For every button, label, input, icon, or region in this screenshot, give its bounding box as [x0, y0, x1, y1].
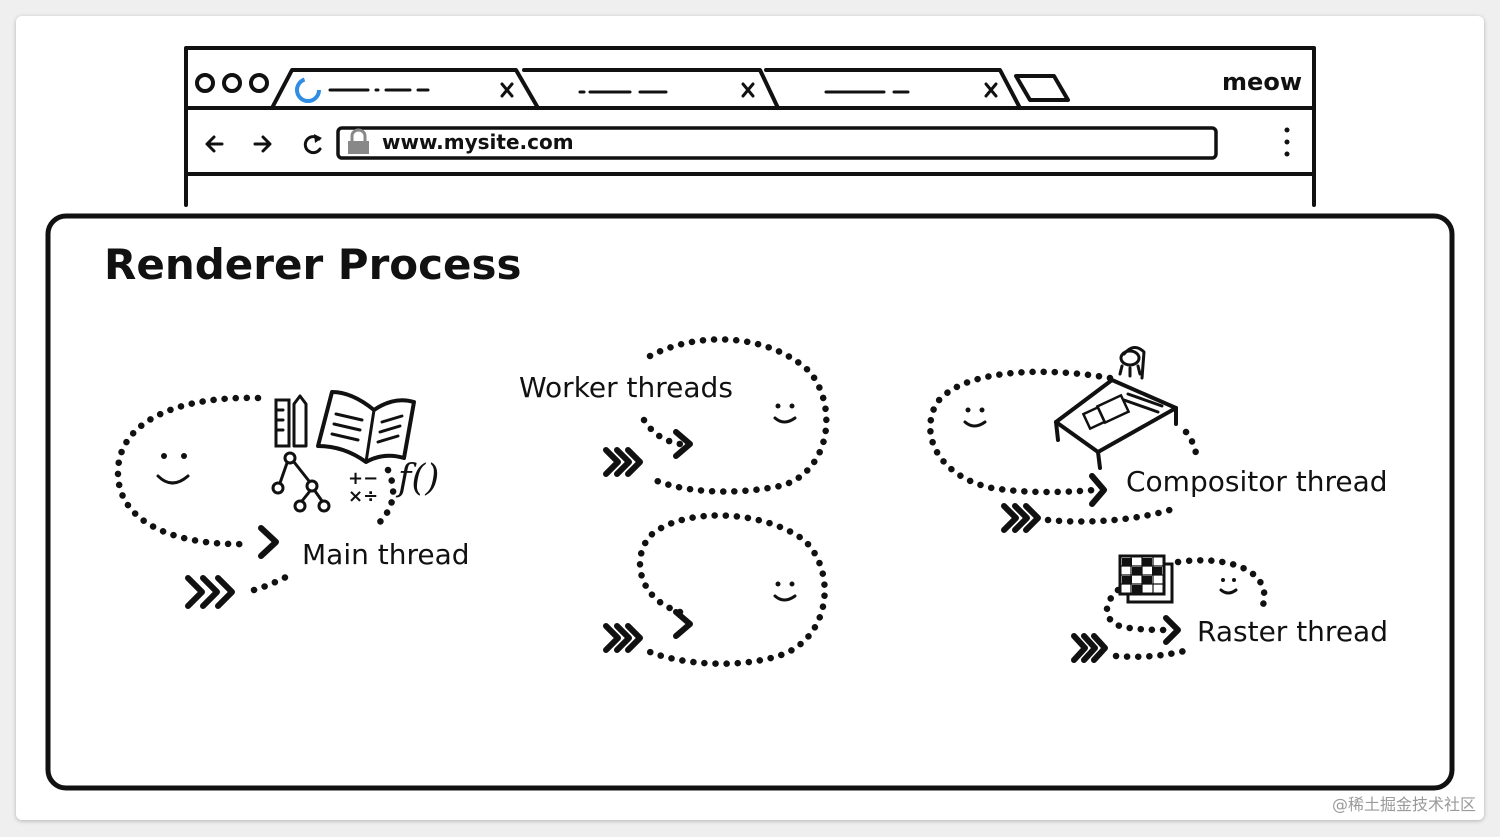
raster-thread: Raster thread — [1071, 554, 1388, 663]
tree-icon — [271, 451, 331, 513]
watermark: @稀土掘金技术社区 — [1331, 795, 1476, 814]
reload-icon[interactable] — [303, 134, 322, 155]
more-vert-icon[interactable] — [1284, 127, 1290, 157]
chevron-icon — [1163, 615, 1181, 645]
loading-spinner-icon — [295, 77, 321, 103]
chevron-icon — [1001, 503, 1041, 533]
new-tab-icon[interactable] — [1014, 74, 1070, 102]
worker-thread-1: Worker threads — [519, 336, 830, 495]
smiley-face — [773, 403, 797, 424]
pencil-icon — [292, 394, 308, 448]
close-icon[interactable] — [500, 82, 514, 98]
table-icon — [1054, 378, 1178, 470]
compositor-thread-label: Compositor thread — [1126, 465, 1388, 498]
browser-tab-3[interactable] — [764, 68, 1022, 110]
browser-brand: meow — [1222, 68, 1302, 96]
chevron-icon — [258, 525, 279, 559]
smiley-face — [773, 581, 797, 602]
math-symbols: +−×÷ — [348, 468, 378, 507]
browser-window: meow www.mysite.com — [184, 46, 1316, 207]
window-controls[interactable] — [195, 73, 269, 93]
chevron-icon — [1089, 473, 1107, 507]
lock-icon — [348, 128, 369, 154]
browser-tab-2[interactable] — [522, 68, 780, 110]
compositor-thread: Compositor thread — [927, 346, 1388, 533]
smiley-face — [1219, 578, 1238, 595]
forward-arrow-icon[interactable] — [253, 135, 272, 153]
chevron-icon — [603, 447, 643, 477]
ruler-icon — [274, 398, 291, 448]
worker-threads-label: Worker threads — [519, 371, 733, 404]
chevron-icon — [673, 609, 693, 639]
chevron-icon — [1071, 633, 1108, 663]
chevron-icon — [603, 623, 643, 653]
main-thread: +−×÷ f() Main thread — [114, 390, 470, 609]
back-arrow-icon[interactable] — [205, 135, 224, 153]
close-icon[interactable] — [984, 82, 998, 98]
function-symbol: f() — [395, 458, 439, 499]
url-text[interactable]: www.mysite.com — [382, 130, 574, 154]
smiley-face — [156, 453, 190, 485]
grid-icon — [1118, 554, 1174, 604]
raster-thread-label: Raster thread — [1197, 615, 1388, 648]
main-thread-label: Main thread — [302, 538, 470, 571]
browser-tab-1[interactable] — [270, 68, 540, 110]
renderer-process-box — [45, 213, 1455, 791]
lamp-icon — [1118, 346, 1146, 380]
close-icon[interactable] — [741, 82, 755, 98]
renderer-process-title: Renderer Process — [104, 240, 522, 289]
book-icon — [316, 390, 416, 464]
chevron-icon — [185, 575, 235, 609]
smiley-face — [963, 407, 987, 428]
worker-thread-2 — [603, 512, 828, 667]
chevron-icon — [673, 429, 693, 459]
address-bar[interactable]: www.mysite.com — [336, 126, 1218, 160]
